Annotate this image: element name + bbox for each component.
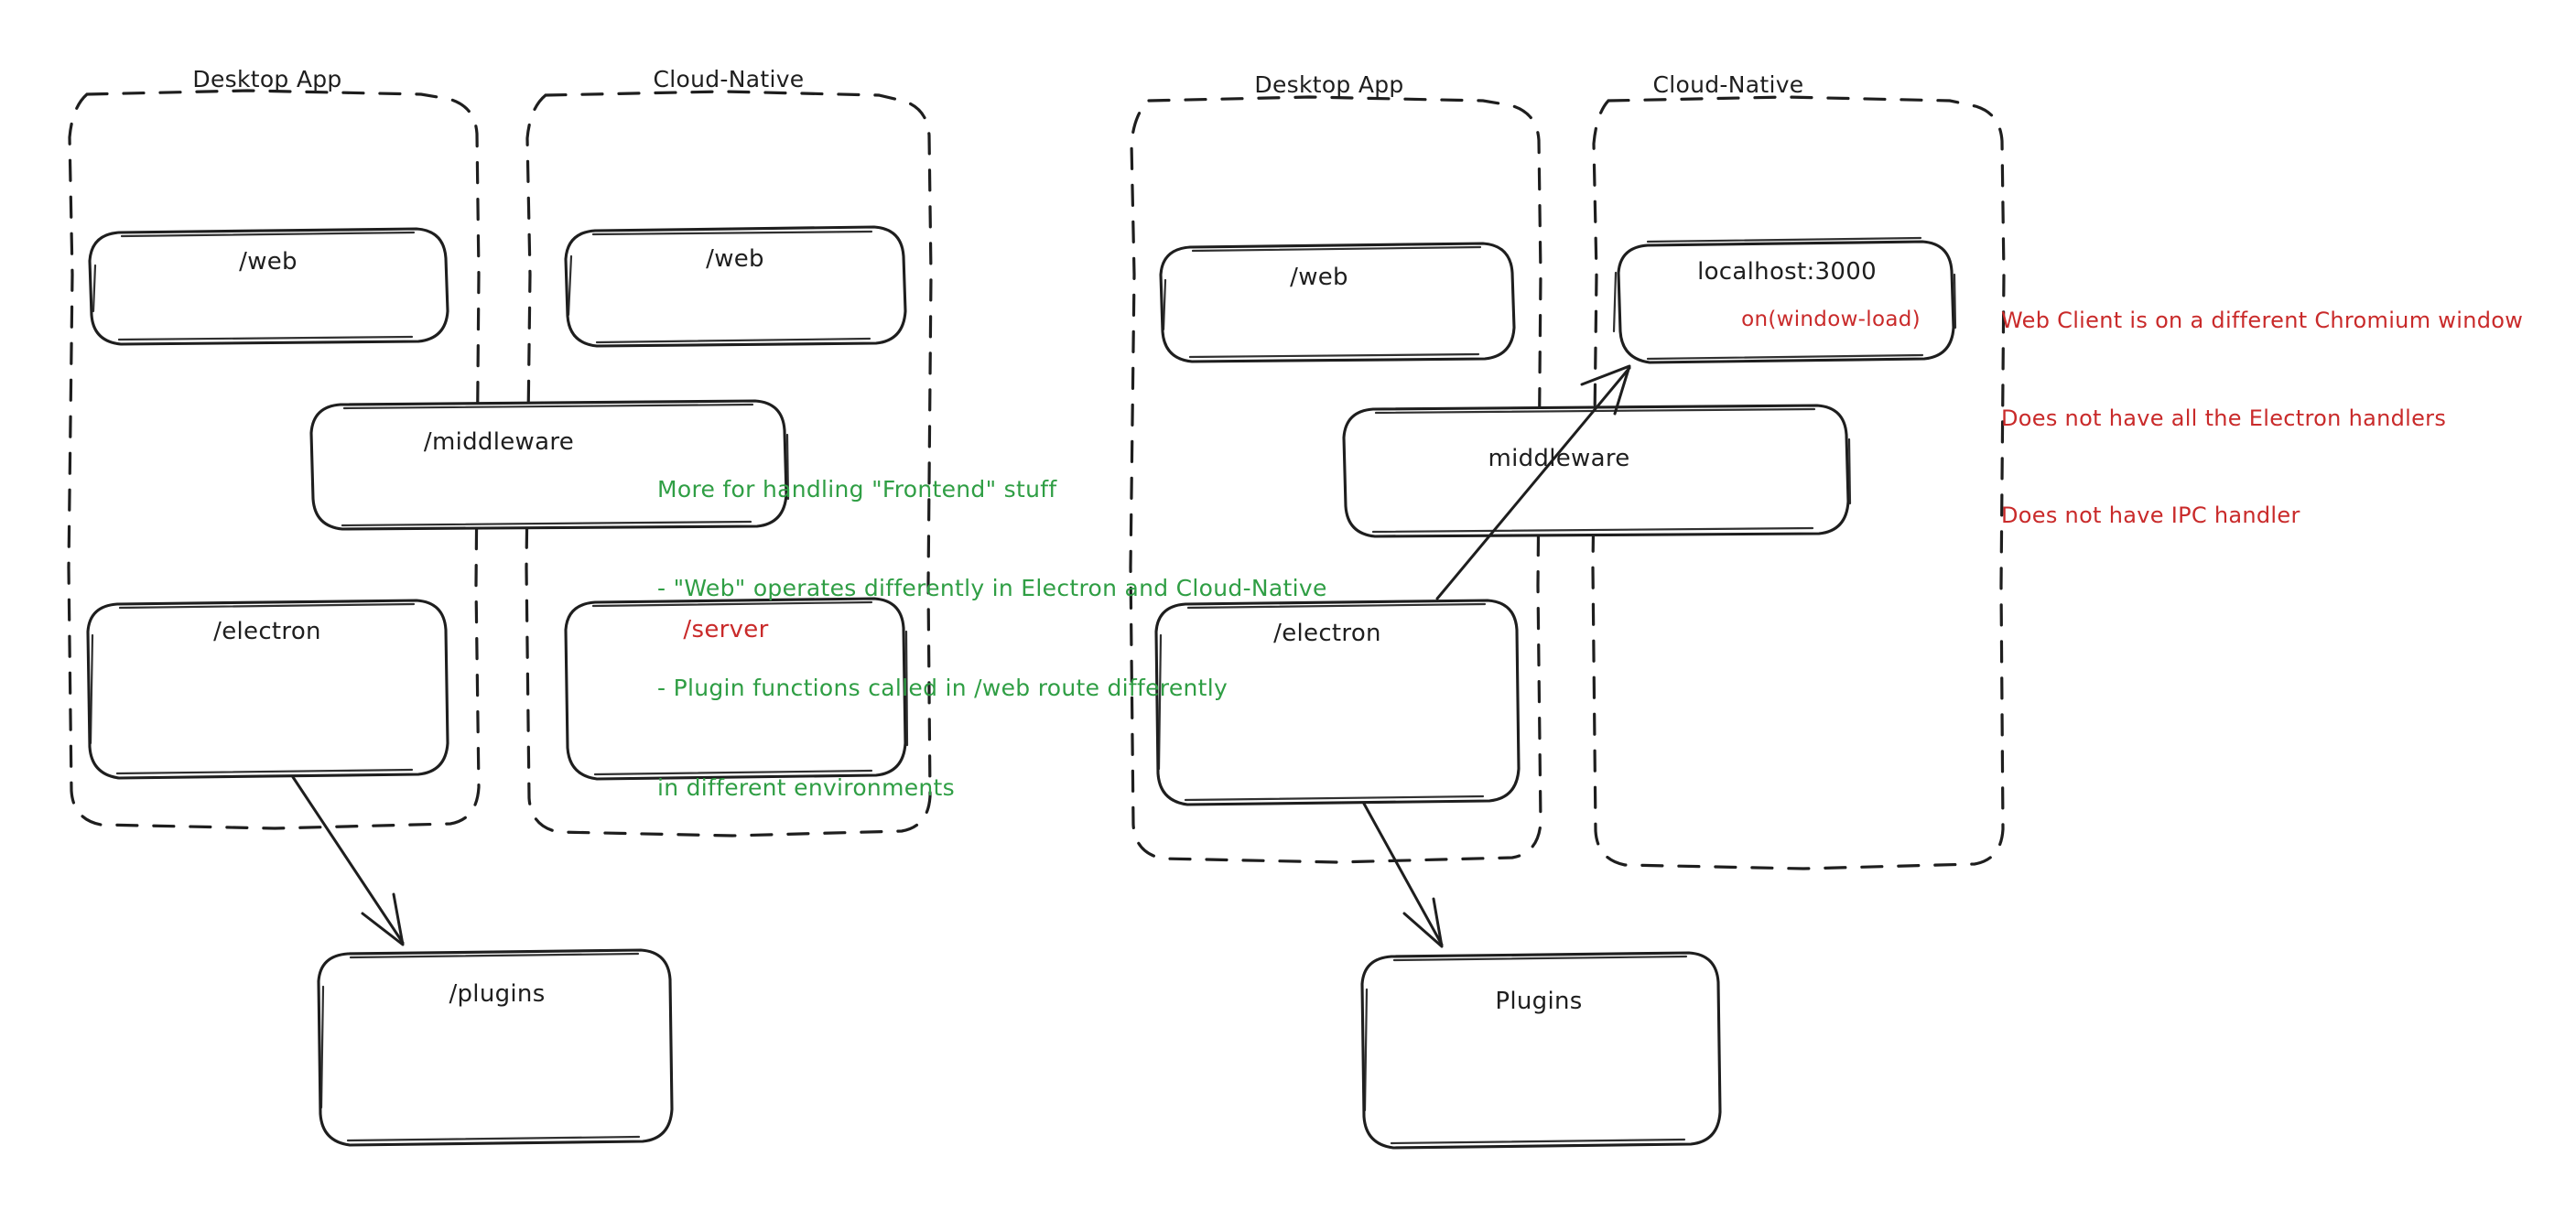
group-title-right-cloud-native: Cloud-Native [1652, 71, 1804, 98]
node-shape-left-desktop-web [88, 227, 449, 346]
group-border-right-desktop-app [1129, 95, 1542, 864]
group-title-left-cloud-native: Cloud-Native [653, 66, 805, 92]
connector-right-electron-to-plugins [1362, 802, 1444, 948]
annotation-green-line-1: More for handling "Frontend" stuff [657, 475, 1057, 503]
node-label-right-plugins: Plugins [1495, 988, 1583, 1015]
node-shape-right-electron [1154, 599, 1521, 806]
node-label-left-cloud-web: /web [706, 245, 764, 273]
group-border-right-cloud-native [1591, 95, 2006, 870]
group-border-left-cloud-native [525, 90, 933, 838]
node-shape-right-middleware [1342, 404, 1852, 538]
node-shape-right-localhost [1612, 236, 1957, 364]
node-shape-left-middleware [309, 399, 790, 531]
node-label-right-electron: /electron [1273, 620, 1381, 647]
node-shape-right-desktop-web [1159, 242, 1516, 363]
annotation-red-line-3: Does not have IPC handler [2001, 503, 2300, 529]
node-label-right-localhost: localhost:3000 [1697, 258, 1877, 286]
group-title-left-desktop-app: Desktop App [192, 66, 342, 92]
node-sublabel-right-localhost-on-window-load: on(window-load) [1741, 308, 1921, 331]
connector-left-electron-to-plugins [291, 775, 405, 946]
annotation-red-line-1: Web Client is on a different Chromium wi… [2001, 308, 2524, 334]
connector-right-electron-to-localhost [1435, 364, 1631, 600]
node-shape-left-plugins [317, 948, 674, 1147]
group-title-right-desktop-app: Desktop App [1254, 71, 1404, 98]
node-label-left-middleware: /middleware [423, 428, 575, 456]
node-label-right-middleware: middleware [1488, 445, 1630, 472]
annotation-green-line-2: - "Web" operates differently in Electron… [657, 575, 1327, 602]
node-shape-left-server [564, 597, 909, 781]
annotation-green-line-4: in different environments [657, 773, 955, 801]
annotation-green-note: More for handling "Frontend" stuff - "We… [657, 406, 1327, 871]
node-shape-left-cloud-web [564, 225, 907, 348]
node-label-left-plugins: /plugins [449, 980, 546, 1008]
node-label-left-server: /server [683, 616, 769, 643]
node-label-left-desktop-web: /web [239, 248, 298, 276]
annotation-red-note: Web Client is on a different Chromium wi… [2001, 240, 2523, 598]
group-border-left-desktop-app [67, 89, 481, 830]
node-label-left-electron: /electron [213, 618, 321, 645]
node-shape-left-electron [86, 599, 449, 780]
annotation-red-line-2: Does not have all the Electron handlers [2001, 405, 2447, 431]
node-label-right-desktop-web: /web [1290, 264, 1348, 291]
node-shape-right-plugins [1360, 951, 1722, 1150]
annotation-green-line-3: - Plugin functions called in /web route … [657, 675, 1228, 701]
